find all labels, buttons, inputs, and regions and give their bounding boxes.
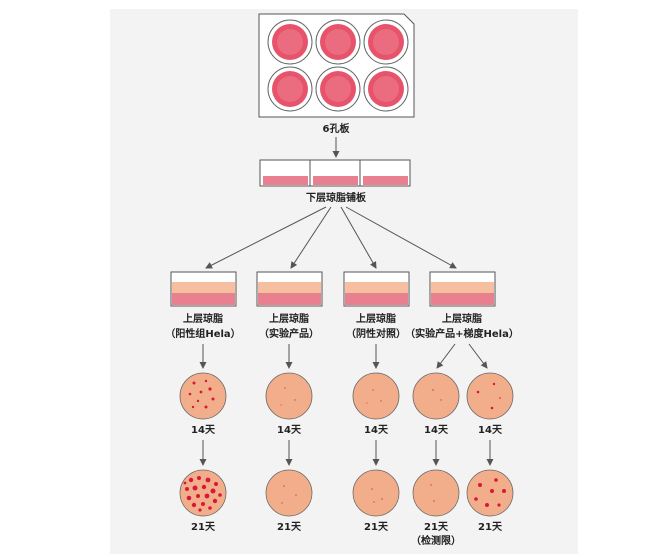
day21-label: 21天 [277,521,302,533]
dish-day14-gradient-a [412,372,460,420]
dish-day21-positive [179,469,227,517]
dish-day14-negative [352,372,400,420]
dish-day21-product [265,469,313,517]
day14-label: 14天 [277,424,302,436]
dish-day14-gradient-b [466,372,514,420]
layered-agar-tube [256,271,323,307]
day21-label: 21天 [424,521,449,533]
well-4 [267,66,313,112]
layered-agar-tube [170,271,237,307]
column-negative: 上层琼脂 （阴性对照） 14天 21天 [343,271,410,533]
six-well-plate [258,13,415,118]
well-6 [363,66,409,112]
group-label-negative: （阴性对照） [346,327,406,340]
upper-agar-label: 上层琼脂 [183,312,223,325]
day21-label: 21天 [478,521,503,533]
day14-label: 14天 [424,424,449,436]
upper-agar-label: 上层琼脂 [269,312,309,325]
dish-day14-product [265,372,313,420]
dish-day21-gradient-a [412,469,460,517]
group-label-product: （实验产品） [259,327,319,340]
column-product: 上层琼脂 （实验产品） 14天 21天 [256,271,323,533]
plate-label: 6孔板 [323,122,351,135]
column-positive: 上层琼脂 （阳性组Hela） 14天 [165,271,241,533]
group-label-positive: （阳性组Hela） [165,327,240,340]
detection-limit-note: （检测限） [411,534,461,547]
well-1 [267,19,313,65]
well-5 [315,66,361,112]
upper-agar-label: 上层琼脂 [356,312,396,325]
well-3 [363,19,409,65]
bottom-agar-label: 下层琼脂铺板 [306,191,367,204]
day21-label: 21天 [191,521,216,533]
day14-label: 14天 [191,424,216,436]
well-2 [315,19,361,65]
bottom-agar-plate [259,159,411,187]
group-label-gradient: （实验产品+梯度Hela） [405,327,519,340]
upper-agar-label: 上层琼脂 [442,312,482,325]
layered-agar-tube [429,271,496,307]
dish-day14-positive [179,372,227,420]
fanout-arrows [205,206,457,269]
dish-day21-gradient-b [466,469,514,517]
day14-label: 14天 [478,424,503,436]
dish-day21-negative [352,469,400,517]
day21-label: 21天 [364,521,389,533]
day14-label: 14天 [364,424,389,436]
column-product-gradient-hela: 上层琼脂 （实验产品+梯度Hela） 14天 14天 [405,271,519,547]
layered-agar-tube [343,271,410,307]
